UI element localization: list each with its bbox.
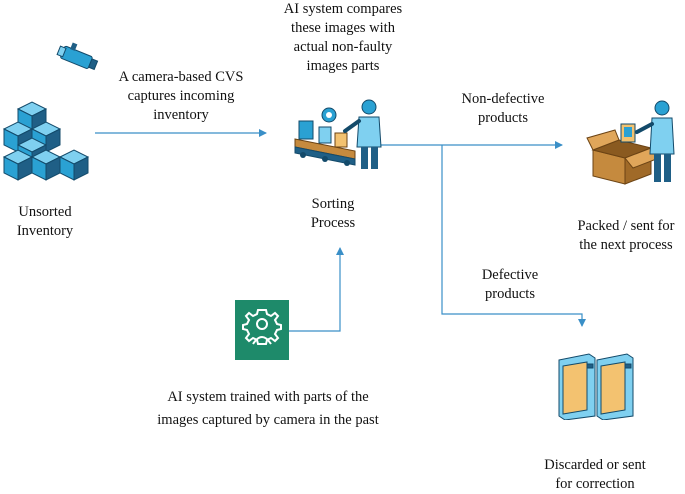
boxes-stack-icon: [2, 95, 94, 183]
camera-caption: A camera-based CVS captures incoming inv…: [95, 68, 267, 125]
compare-caption: AI system compares these images with act…: [268, 0, 418, 76]
compare-line4: images parts: [306, 58, 380, 74]
arrow-ai-to-sorting: [287, 247, 344, 332]
packed-line2: the next process: [579, 237, 673, 253]
defective-line2: products: [485, 286, 535, 302]
sorting-process-label: Sorting Process: [298, 195, 368, 233]
arrow-sorting-to-discard: [441, 145, 586, 327]
nondefective-line1: Non-defective: [461, 91, 545, 107]
sorting-line2: Process: [310, 215, 356, 231]
unsorted-inventory-label: Unsorted Inventory: [0, 203, 90, 241]
ai-trained-caption: AI system trained with parts of the imag…: [138, 388, 398, 430]
packing-box-worker-icon: [585, 98, 680, 188]
compare-line1: AI system compares: [283, 1, 403, 17]
ai-brain-gear-icon: [235, 300, 289, 360]
sorting-line1: Sorting: [311, 196, 355, 212]
conveyor-worker-icon: [289, 97, 385, 173]
discarded-line1: Discarded or sent: [544, 457, 646, 473]
trained-line1: AI system trained with parts of the: [167, 389, 369, 405]
nondefective-line2: products: [478, 110, 528, 126]
defective-label: Defective products: [465, 266, 555, 304]
nondefective-label: Non-defective products: [448, 90, 558, 128]
camera-line2: captures incoming: [127, 88, 235, 104]
camera-line1: A camera-based CVS: [118, 69, 244, 85]
compare-line2: these images with: [291, 20, 395, 36]
camera-line3: inventory: [153, 107, 209, 123]
packed-label: Packed / sent for the next process: [570, 217, 682, 255]
trained-line2: images captured by camera in the past: [157, 412, 379, 428]
discarded-label: Discarded or sent for correction: [535, 456, 655, 494]
unsorted-line2: Inventory: [16, 223, 74, 239]
defective-line1: Defective: [481, 267, 539, 283]
unsorted-line1: Unsorted: [18, 204, 72, 220]
packed-line1: Packed / sent for: [577, 218, 675, 234]
compare-line3: actual non-faulty: [293, 39, 393, 55]
security-camera-icon: [55, 42, 103, 76]
discarded-line2: for correction: [555, 476, 635, 492]
bins-icon: [557, 350, 637, 421]
